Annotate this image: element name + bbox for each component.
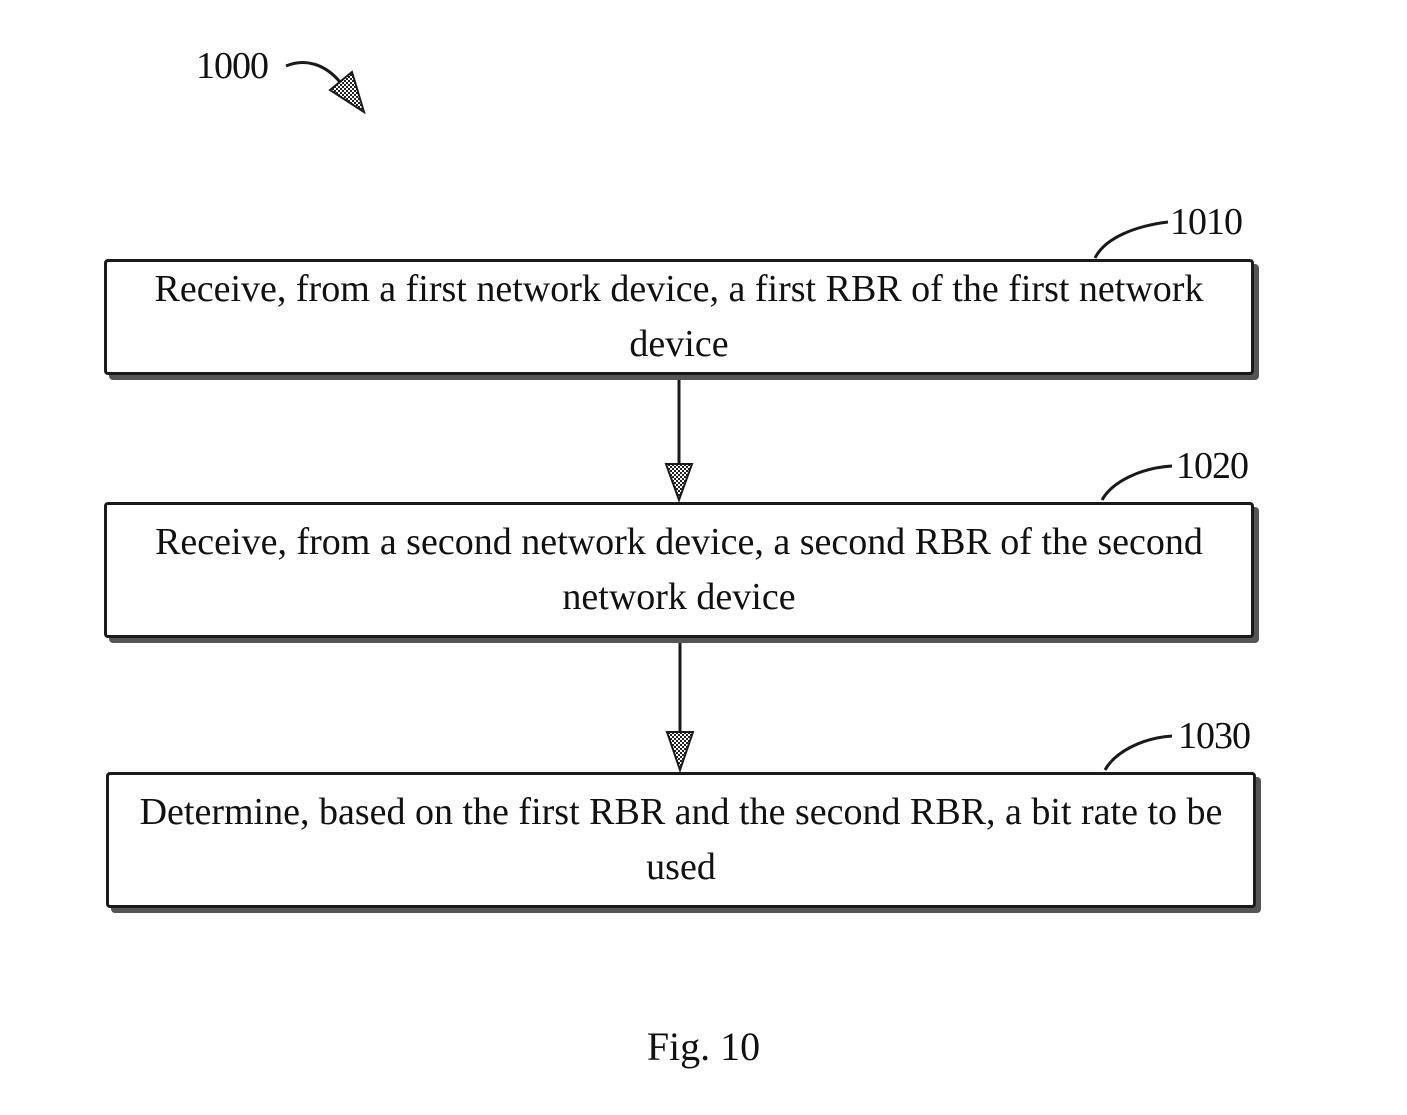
figure-ref-arrow <box>285 61 342 83</box>
step-box-1010: Receive, from a first network device, a … <box>104 259 1254 375</box>
flow-arrow-2-head <box>665 731 695 774</box>
figure-reference: 1000 <box>196 45 269 87</box>
step-box-1020: Receive, from a second network device, a… <box>104 502 1254 638</box>
step-box-1030: Determine, based on the first RBR and th… <box>106 772 1256 908</box>
step-text-1010: Receive, from a first network device, a … <box>154 268 1204 365</box>
step-ref-1010: 1010 <box>1170 201 1243 243</box>
leader-line-1020 <box>1100 464 1173 501</box>
step-text-1030: Determine, based on the first RBR and th… <box>139 791 1223 888</box>
step-ref-1020: 1020 <box>1176 445 1249 487</box>
step-text-1020: Receive, from a second network device, a… <box>155 521 1203 618</box>
leader-line-1010 <box>1093 220 1169 259</box>
figure-caption: Fig. 10 <box>646 1024 761 1069</box>
leader-line-1030 <box>1103 734 1173 771</box>
figure-ref-arrowhead <box>328 70 366 115</box>
flow-arrow-1-head <box>664 463 694 503</box>
step-ref-1030: 1030 <box>1178 715 1251 757</box>
